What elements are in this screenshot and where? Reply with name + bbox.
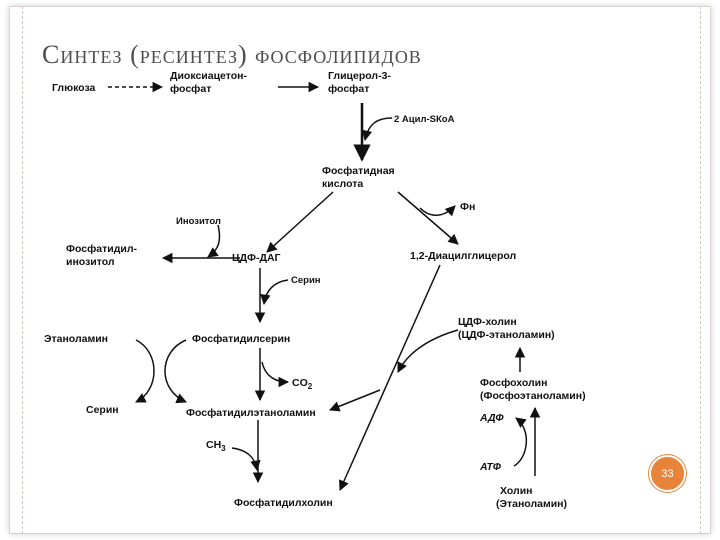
- arrow-cdpcholine-in: [397, 329, 459, 373]
- arrow-dag-pc: [339, 264, 441, 491]
- node-pi-line1: Фосфатидил-: [66, 243, 137, 255]
- node-acyl-coa: 2 Ацил-SКоА: [394, 114, 455, 125]
- node-adp: АДФ: [479, 412, 504, 424]
- node-pi-line2: инозитол: [66, 256, 115, 268]
- arrow-atp-adp: [513, 417, 528, 467]
- node-choline-line2: (Этаноламин): [496, 498, 567, 510]
- node-inositol: Инозитол: [176, 216, 221, 227]
- node-dhap-line2: фосфат: [170, 83, 211, 95]
- node-serine-top: Серин: [291, 275, 321, 286]
- node-ps: Фосфатидилсерин: [192, 333, 290, 345]
- arrow-co2-out: [261, 361, 290, 388]
- page-number-badge: 33: [649, 455, 686, 492]
- node-ch3: CH3: [206, 439, 226, 453]
- node-cdp-dag: ЦДФ-ДАГ: [232, 252, 281, 264]
- node-dhap-line1: Диоксиацетон-: [170, 70, 248, 82]
- node-glucose: Глюкоза: [52, 82, 96, 94]
- arrow-serine-in: [260, 279, 289, 306]
- node-g3p-line2: фосфат: [328, 83, 369, 95]
- arrow-inositol-in: [207, 224, 221, 258]
- node-pa-line1: Фосфатидная: [322, 165, 395, 177]
- node-co2: CO2: [292, 377, 313, 391]
- arrow-pn-out: [419, 205, 456, 217]
- node-serine-left: Серин: [86, 404, 119, 416]
- node-pc: Фосфатидилхолин: [234, 497, 333, 509]
- left-margin-rule: [22, 6, 24, 534]
- right-margin-rule: [700, 6, 702, 534]
- arrow-exchange-2: [164, 339, 187, 404]
- node-pa-line2: кислота: [322, 178, 363, 190]
- arrow-pa-dag: [397, 191, 459, 245]
- arrow-dag-pe: [329, 389, 381, 412]
- node-phosphocholine-line2: (Фосфоэтаноламин): [480, 390, 586, 402]
- arrow-exchange-1: [135, 339, 155, 403]
- node-cdp-choline-line2: (ЦДФ-этаноламин): [458, 329, 555, 341]
- arrow-acylcoa-in: [361, 117, 393, 142]
- node-g3p-line1: Глицерол-3-: [328, 70, 391, 82]
- slide-title: Синтез (ресинтез) фосфолипидов: [42, 40, 422, 69]
- node-ethanolamine: Этаноламин: [44, 333, 108, 345]
- node-choline-line1: Холин: [500, 485, 532, 497]
- node-phosphocholine-line1: Фосфохолин: [480, 377, 547, 389]
- node-dag: 1,2-Диацилглицерол: [410, 250, 516, 262]
- arrow-ch3-in: [231, 447, 261, 472]
- node-pe: Фосфатидилэтаноламин: [186, 407, 316, 419]
- arrow-pa-cdpdag: [266, 191, 334, 253]
- node-pn: Фн: [460, 201, 475, 213]
- node-atp: АТФ: [479, 461, 502, 473]
- slide-frame: [9, 6, 711, 534]
- node-cdp-choline-line1: ЦДФ-холин: [458, 316, 517, 328]
